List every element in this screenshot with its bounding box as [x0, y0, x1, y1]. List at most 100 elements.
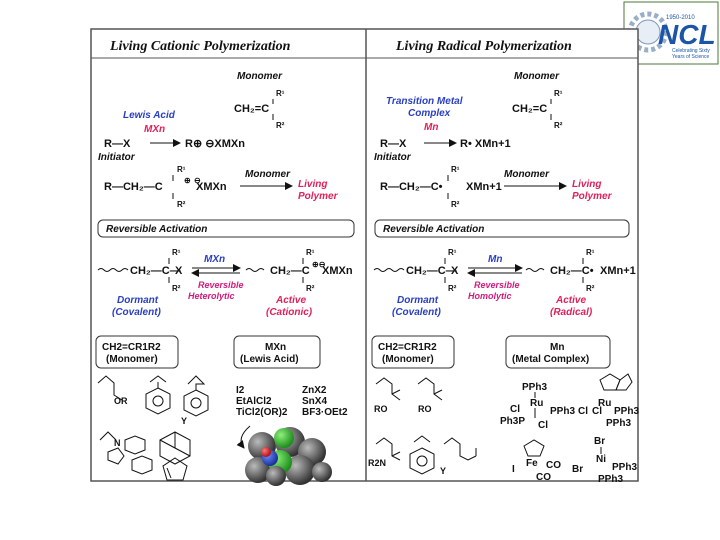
right-initiator: R—X	[380, 138, 407, 150]
ni-complex: Br Ni PPh3 Br PPh3	[572, 436, 637, 485]
svg-text:R¹: R¹	[172, 248, 181, 257]
svg-text:R—CH₂—C•: R—CH₂—C•	[380, 181, 443, 193]
ncl-logo: 1950-2010 NCL Celebrating Sixty Years of…	[623, 1, 719, 65]
svg-text:XMn+1: XMn+1	[600, 265, 636, 277]
svg-text:PPh3: PPh3	[614, 406, 639, 417]
svg-text:PPh3: PPh3	[606, 418, 631, 429]
svg-text:CH₂—C: CH₂—C	[270, 265, 310, 277]
right-radical-pair: R• XMn+1	[460, 138, 511, 150]
svg-text:R²: R²	[306, 284, 315, 293]
svg-text:Ru: Ru	[530, 398, 543, 409]
svg-text:Ru: Ru	[598, 398, 611, 409]
left-monomer-label-2: Monomer	[245, 169, 291, 180]
left-heterolytic-label: Heterolytic	[188, 291, 235, 301]
svg-text:PPh3: PPh3	[612, 462, 637, 473]
right-dormant-label: Dormant	[397, 295, 439, 306]
right-covalent-label: (Covalent)	[392, 307, 442, 318]
right-panel: Living Radical Polymerization Monomer CH…	[368, 39, 639, 485]
right-monomer-box-formula: CH2=CR1R2	[378, 342, 437, 353]
svg-text:R²: R²	[451, 200, 460, 209]
right-vinyl-acetate-structure	[443, 437, 477, 461]
left-acid-1-1: I2	[236, 385, 245, 396]
svg-text:PPh3: PPh3	[598, 474, 623, 485]
right-monomer-label-2: Monomer	[504, 169, 550, 180]
left-curved-arrow	[236, 425, 251, 449]
ru-complex-1: PPh3 Ru PPh3 Cl Cl Ph3P Cl	[500, 382, 588, 431]
left-monomer-box-label: (Monomer)	[106, 354, 158, 365]
svg-text:R¹: R¹	[276, 89, 285, 98]
right-active-species: CH₂—C• R¹ R² XMn+1	[525, 248, 636, 293]
right-monomer-label-1: Monomer	[514, 71, 560, 82]
right-monomer-label-ro-2: RO	[418, 404, 432, 414]
left-dormant-species: CH₂—C— X R¹ R²	[97, 248, 183, 293]
left-polymer-label: Polymer	[298, 191, 339, 202]
right-monomer-box	[371, 335, 455, 369]
fe-complex: Fe CO CO I	[512, 439, 561, 483]
svg-text:PPh3: PPh3	[550, 406, 575, 417]
right-tm-label-1: Transition Metal	[386, 96, 463, 107]
right-metal-complex-box	[505, 335, 611, 369]
right-homolytic-label: Homolytic	[468, 291, 512, 301]
svg-text:R¹: R¹	[448, 248, 457, 257]
svg-text:PPh3: PPh3	[522, 382, 547, 393]
svg-text:R²: R²	[448, 284, 457, 293]
svg-text:R²: R²	[554, 121, 563, 130]
left-vinyl-ether-structure	[97, 375, 123, 401]
right-active-label: Active	[555, 295, 586, 306]
svg-text:CH₂—C•: CH₂—C•	[550, 265, 594, 277]
svg-text:XMn+1: XMn+1	[466, 181, 502, 193]
right-panel-title: Living Radical Polymerization	[395, 39, 572, 54]
svg-text:R¹: R¹	[451, 165, 460, 174]
svg-text:CO: CO	[536, 472, 551, 483]
svg-text:⊕: ⊕	[184, 176, 191, 185]
right-dormant-species: CH₂—C— X R¹ R²	[373, 248, 459, 293]
right-reversible-label: Reversible	[474, 280, 520, 290]
svg-text:X: X	[451, 265, 459, 277]
right-metal-box-formula: Mn	[550, 342, 564, 353]
svg-text:Cl: Cl	[510, 404, 520, 415]
right-acrylate-structure	[417, 377, 443, 401]
right-styrene-structure	[409, 435, 435, 475]
right-polymer-label: Polymer	[572, 191, 613, 202]
left-lewis-box-label: (Lewis Acid)	[240, 354, 299, 365]
svg-text:XMXn: XMXn	[322, 265, 353, 277]
svg-text:XMXn: XMXn	[196, 181, 227, 193]
right-acrylamide-structure	[375, 437, 401, 461]
right-monomer-label-y: Y	[440, 466, 446, 476]
svg-text:R¹: R¹	[177, 165, 186, 174]
right-methacrylate-structure	[375, 377, 401, 401]
svg-text:Fe: Fe	[526, 458, 538, 469]
left-pinene-structure	[159, 431, 191, 465]
right-reversible-activation-box	[374, 219, 630, 238]
left-acid-2-1: ZnX2	[302, 385, 327, 396]
left-acid-1-2: EtAlCl2	[236, 396, 272, 407]
svg-text:R¹: R¹	[306, 248, 315, 257]
left-reversible-label: Reversible	[198, 280, 244, 290]
lewis-acid-space-filling-model	[245, 427, 332, 486]
left-active-species: CH₂—C R¹ R² ⊕⊖ XMXn	[245, 248, 353, 293]
right-act-catalyst: Mn	[488, 254, 502, 265]
left-propagating-chain: R—CH₂—C R¹ R² ⊕ ⊖ XMXn	[104, 165, 227, 209]
left-lewis-acid-label: Lewis Acid	[123, 110, 176, 121]
svg-text:I: I	[512, 464, 515, 475]
left-reversible-activation-box	[97, 219, 355, 238]
right-monomer-label-ro-1: RO	[374, 404, 388, 414]
left-initiator: R—X	[104, 138, 131, 150]
svg-text:Br: Br	[572, 464, 583, 475]
left-lewis-acid-box	[233, 335, 321, 369]
svg-text:R¹: R¹	[586, 248, 595, 257]
svg-text:X: X	[175, 265, 183, 277]
right-monomer-label-r2n: R2N	[368, 458, 386, 468]
right-living-label: Living	[572, 179, 601, 190]
left-cyclopentadiene-structure	[162, 457, 188, 481]
right-monomer-structure-1: CH₂=C R¹ R²	[512, 89, 563, 130]
svg-text:Cl: Cl	[578, 406, 588, 417]
left-vinylcarbazole-structure: N	[99, 431, 153, 475]
svg-text:CO: CO	[546, 460, 561, 471]
right-reversible-activation-label: Reversible Activation	[383, 224, 484, 235]
left-panel-title: Living Cationic Polymerization	[109, 39, 291, 54]
left-panel: Living Cationic Polymerization Monomer C…	[95, 39, 355, 486]
svg-text:R—CH₂—C: R—CH₂—C	[104, 181, 163, 193]
right-initiator-label: Initiator	[374, 152, 412, 163]
